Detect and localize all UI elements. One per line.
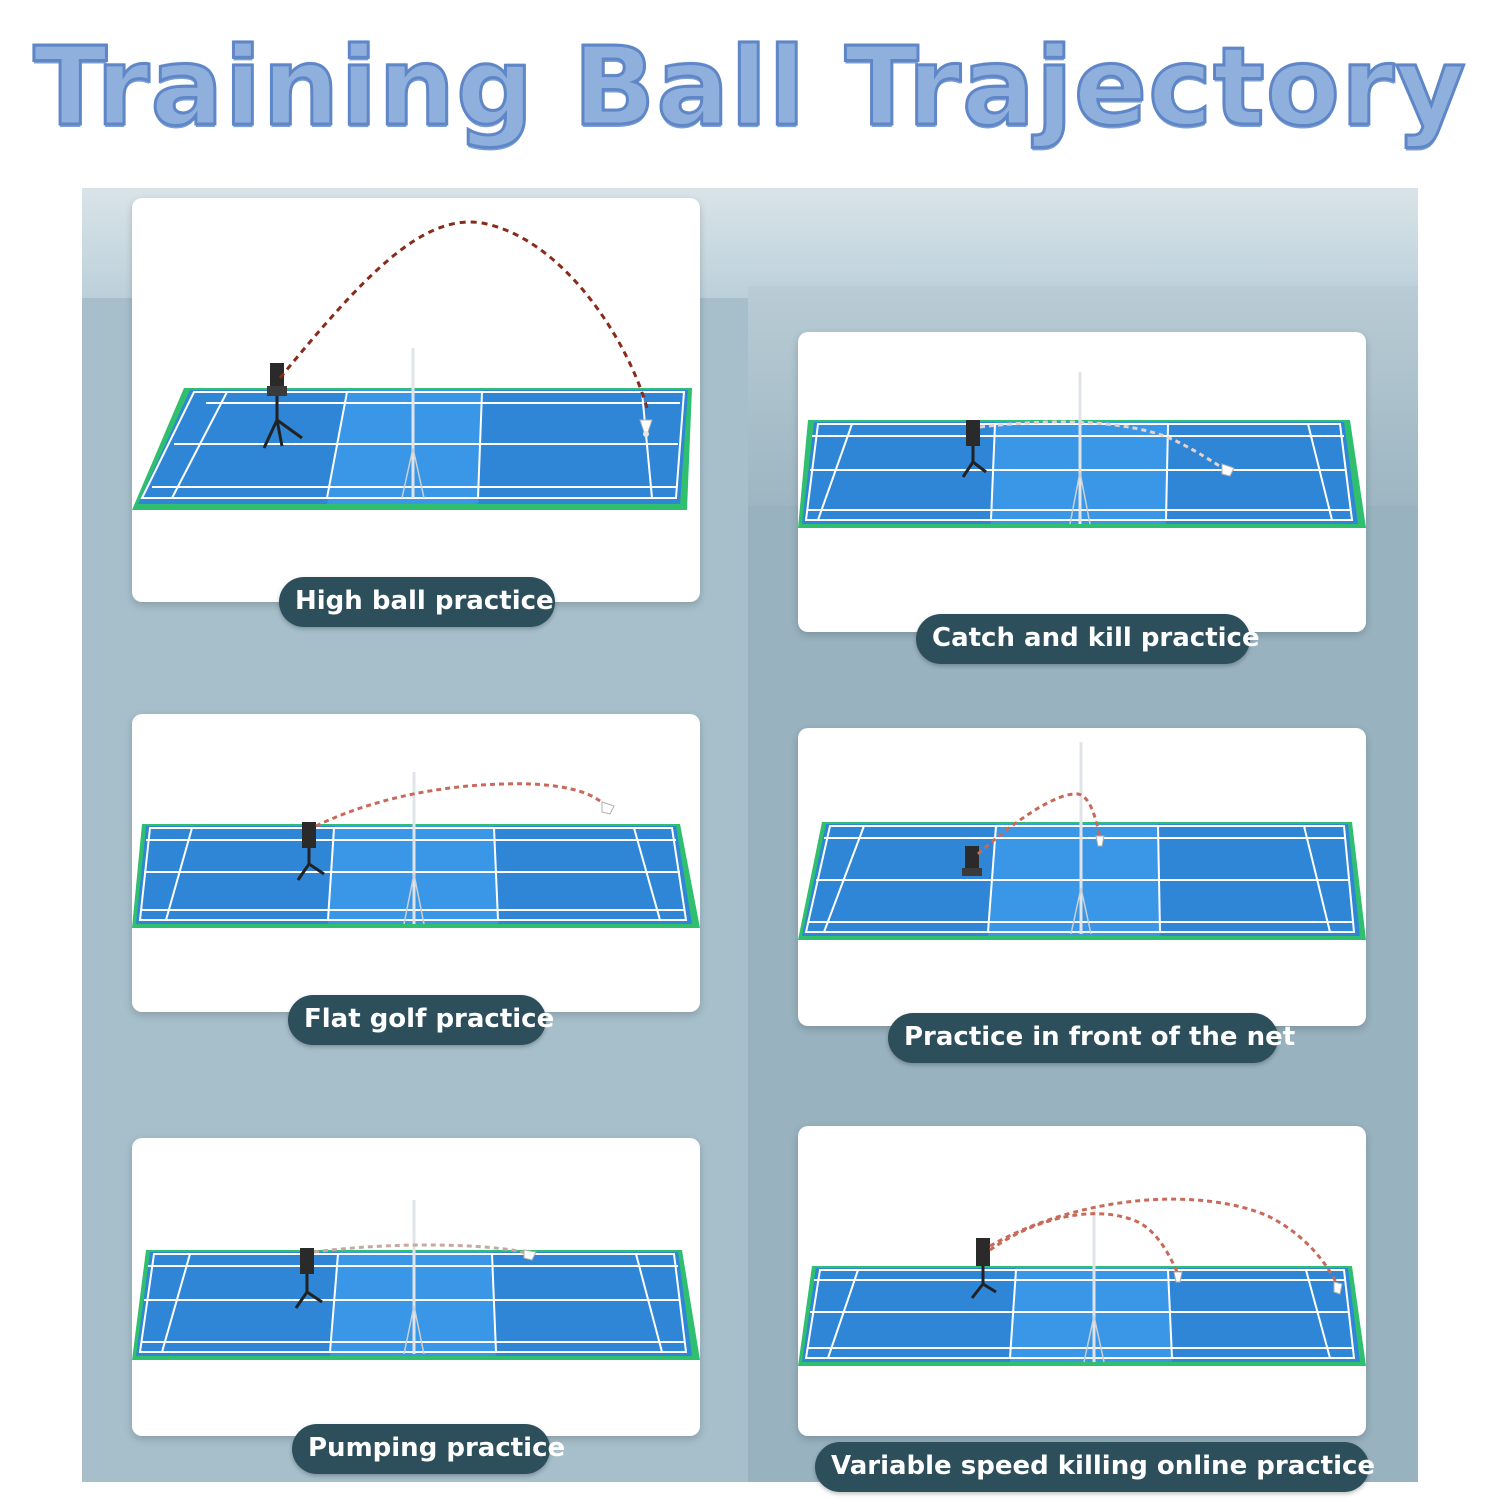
trajectory-arc: [278, 220, 649, 409]
shuttlecock-icon: [1221, 463, 1235, 477]
caption-catch-kill: Catch and kill practice: [916, 614, 1260, 664]
panel-front-net: [798, 728, 1366, 1026]
trajectory-arc: [989, 1212, 1180, 1275]
net-pole-icon: [1083, 1210, 1105, 1363]
caption-variable-speed: Variable speed killing online practice: [815, 1442, 1375, 1492]
trajectory-arc: [979, 420, 1227, 472]
trajectory-arc: [315, 782, 608, 828]
trajectory-arc: [313, 1243, 532, 1258]
page-title: Training Ball Trajectory: [32, 24, 1467, 152]
court-illustration: [798, 372, 1366, 528]
shuttlecock-icon: [1095, 835, 1105, 847]
caption-pumping: Pumping practice: [292, 1424, 565, 1474]
shuttlecock-icon: [601, 801, 615, 815]
panel-catch-kill: [798, 332, 1366, 632]
net-pole-icon: [1069, 372, 1091, 525]
ball-machine-icon: [961, 420, 987, 478]
shuttlecock-icon: [523, 1249, 537, 1261]
ball-machine-icon: [294, 1248, 323, 1309]
court-illustration: [798, 1197, 1366, 1366]
shuttlecock-icon: [639, 419, 653, 437]
ball-machine-icon: [962, 846, 982, 876]
court-illustration: [132, 1200, 700, 1360]
trajectory-arc: [976, 792, 1102, 856]
caption-flat-golf: Flat golf practice: [288, 995, 554, 1045]
court-illustration: [132, 772, 700, 928]
trajectory-arc: [989, 1197, 1340, 1287]
net-pole-icon: [401, 348, 425, 499]
net-pole-icon: [403, 1200, 425, 1355]
net-pole-icon: [403, 772, 425, 925]
caption-high-ball: High ball practice: [279, 577, 555, 627]
caption-front-net: Practice in front of the net: [888, 1013, 1295, 1063]
panel-flat-golf: [132, 714, 700, 1012]
net-pole-icon: [1070, 742, 1092, 935]
shuttlecock-icon: [1173, 1271, 1343, 1295]
panel-high-ball: [132, 198, 700, 602]
panel-variable-speed: [798, 1126, 1366, 1436]
panel-pumping: [132, 1138, 700, 1436]
ball-machine-icon: [296, 822, 325, 881]
ball-machine-icon: [262, 363, 303, 449]
court-illustration: [132, 220, 692, 510]
court-illustration: [798, 742, 1366, 940]
ball-machine-icon: [970, 1238, 997, 1299]
